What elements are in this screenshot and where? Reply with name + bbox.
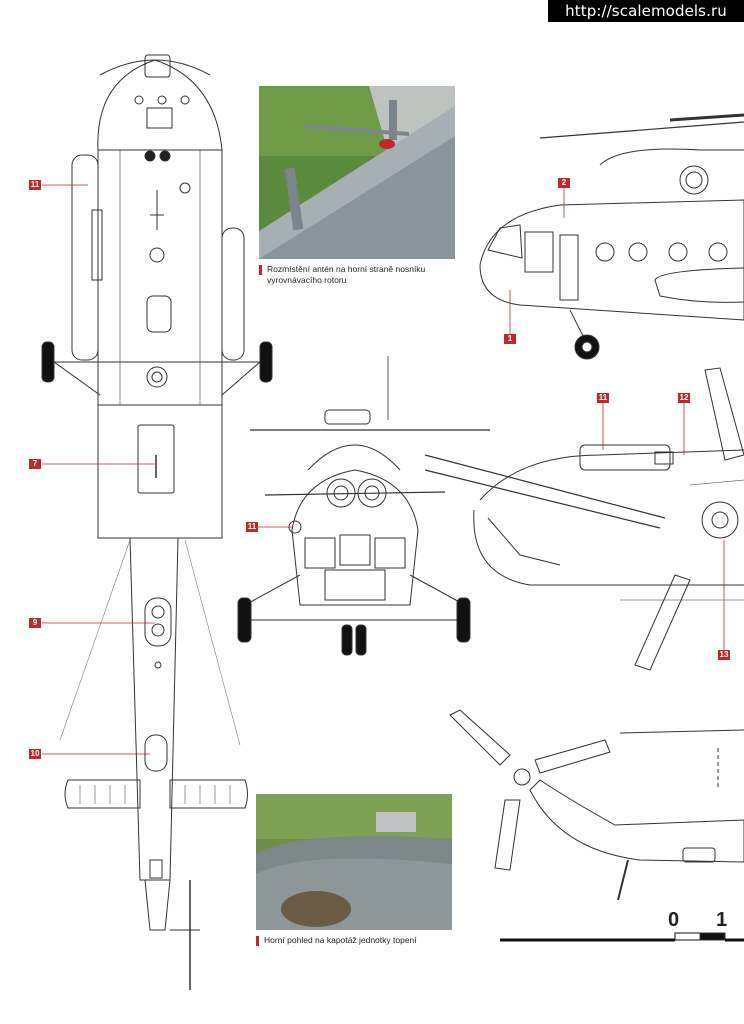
scale-bar bbox=[500, 932, 744, 942]
detail-side-drawing bbox=[424, 367, 744, 671]
callout-2: 2 bbox=[558, 178, 570, 188]
callout-10: 10 bbox=[29, 749, 41, 759]
side-view-drawing bbox=[479, 113, 744, 360]
callout-lines bbox=[42, 184, 725, 755]
heater-photo-caption: Horní pohled na kapotáž jednotky topení bbox=[256, 935, 464, 946]
callout-11-top: 11 bbox=[29, 180, 41, 190]
callout-7: 7 bbox=[29, 459, 41, 469]
heater-photo bbox=[256, 794, 452, 930]
callout-1: 1 bbox=[504, 334, 516, 344]
antenna-photo-caption: Rozmístění antén na horní straně nosníku… bbox=[259, 264, 467, 286]
scale-label-0: 0 bbox=[668, 909, 680, 931]
tail-detail-drawing bbox=[449, 709, 744, 901]
antenna-photo bbox=[259, 86, 455, 259]
watermark-url: http://scalemodels.ru bbox=[548, 0, 744, 22]
callout-13: 13 bbox=[718, 650, 730, 660]
front-view-drawing bbox=[237, 356, 490, 656]
callout-12: 12 bbox=[678, 393, 690, 403]
scale-label-1: 1 bbox=[716, 909, 728, 931]
top-view-drawing bbox=[41, 54, 273, 990]
callout-11-front: 11 bbox=[246, 522, 258, 532]
callout-11-detail: 11 bbox=[597, 393, 609, 403]
callout-9: 9 bbox=[29, 618, 41, 628]
